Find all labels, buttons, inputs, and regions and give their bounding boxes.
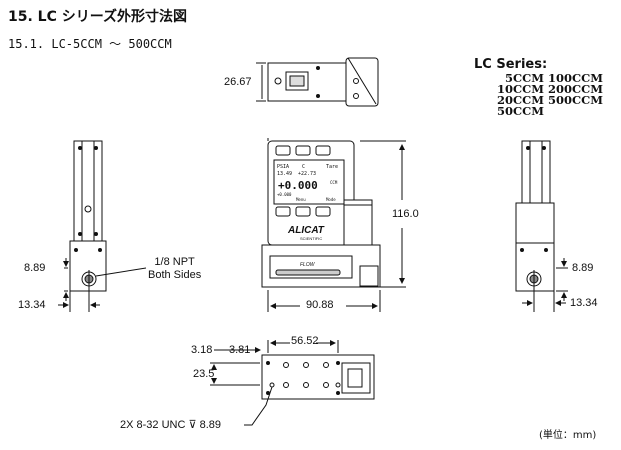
dim-right-port-offset: 13.34 xyxy=(570,297,598,309)
lcd-text: Tare xyxy=(326,164,338,170)
page-title: 15. LC シリーズ外形寸法図 xyxy=(8,9,188,25)
dim-front-height: 116.0 xyxy=(390,208,421,220)
series-cell: 200CCM xyxy=(548,82,604,96)
series-row: 5CCM 100CCM xyxy=(488,71,618,85)
dim-left-port-height: 8.89 xyxy=(24,262,46,274)
brand-logo-text: ALICAT xyxy=(287,225,325,236)
unit-note: (単位：mm) xyxy=(539,430,597,441)
section-subtitle: 15.1. LC-5CCM ～ 500CCM xyxy=(8,37,172,51)
npt-note-line: 1/8 NPT xyxy=(154,256,195,268)
lcd-text: CCM xyxy=(330,180,338,185)
series-row: 50CCM xyxy=(488,104,618,118)
dim-bottom-edge: 3.18 xyxy=(191,344,213,356)
series-list: 5CCM 100CCM 10CCM 200CCM 20CCM 500CCM 50… xyxy=(488,71,618,118)
series-row: 20CCM 500CCM xyxy=(488,93,618,107)
npt-note-line: Both Sides xyxy=(148,269,202,281)
series-cell: 10CCM xyxy=(496,82,544,96)
series-cell: 20CCM xyxy=(496,93,544,107)
brand-sub-text: SCIENTIFIC xyxy=(300,236,322,241)
series-cell: 50CCM xyxy=(496,104,544,118)
lcd-text: 13.49 xyxy=(277,171,292,177)
lcd-text: PSIA xyxy=(277,164,289,170)
lcd-display: PSIA C Tare 13.49 +22.73 +0.000 CCM +0.0… xyxy=(277,164,338,202)
dim-bottom-depth: 23.5 xyxy=(193,368,215,380)
dim-top-height: 26.67 xyxy=(224,76,252,88)
left-side-view xyxy=(58,140,147,312)
right-side-view xyxy=(515,140,568,312)
series-cell: 500CCM xyxy=(548,93,604,107)
bottom-view xyxy=(210,340,375,426)
series-row: 10CCM 200CCM xyxy=(488,82,618,96)
lcd-text: C xyxy=(302,164,305,170)
lcd-text: Mode xyxy=(326,197,336,202)
lcd-main-value: +0.000 xyxy=(278,179,318,192)
dim-bottom-length: 56.52 xyxy=(291,335,319,347)
lcd-text: +22.73 xyxy=(298,171,316,177)
series-cell: 5CCM xyxy=(504,71,544,85)
thread-note: 2X 8-32 UNC ⊽ 8.89 xyxy=(120,419,221,431)
npt-note: 1/8 NPT Both Sides xyxy=(148,256,201,282)
flow-label: FLOW xyxy=(300,262,316,268)
front-view xyxy=(261,138,406,312)
dim-bottom-offset: 3.81 xyxy=(229,344,251,356)
series-heading: LC Series: xyxy=(474,57,548,72)
dim-front-width: 90.88 xyxy=(306,299,334,311)
top-view xyxy=(256,57,379,107)
series-cell: 100CCM xyxy=(548,71,604,85)
lcd-text: +0.000 xyxy=(277,192,292,197)
lcd-text: Menu xyxy=(296,197,306,202)
dim-left-port-offset: 13.34 xyxy=(18,299,46,311)
dim-right-port-height: 8.89 xyxy=(572,262,594,274)
